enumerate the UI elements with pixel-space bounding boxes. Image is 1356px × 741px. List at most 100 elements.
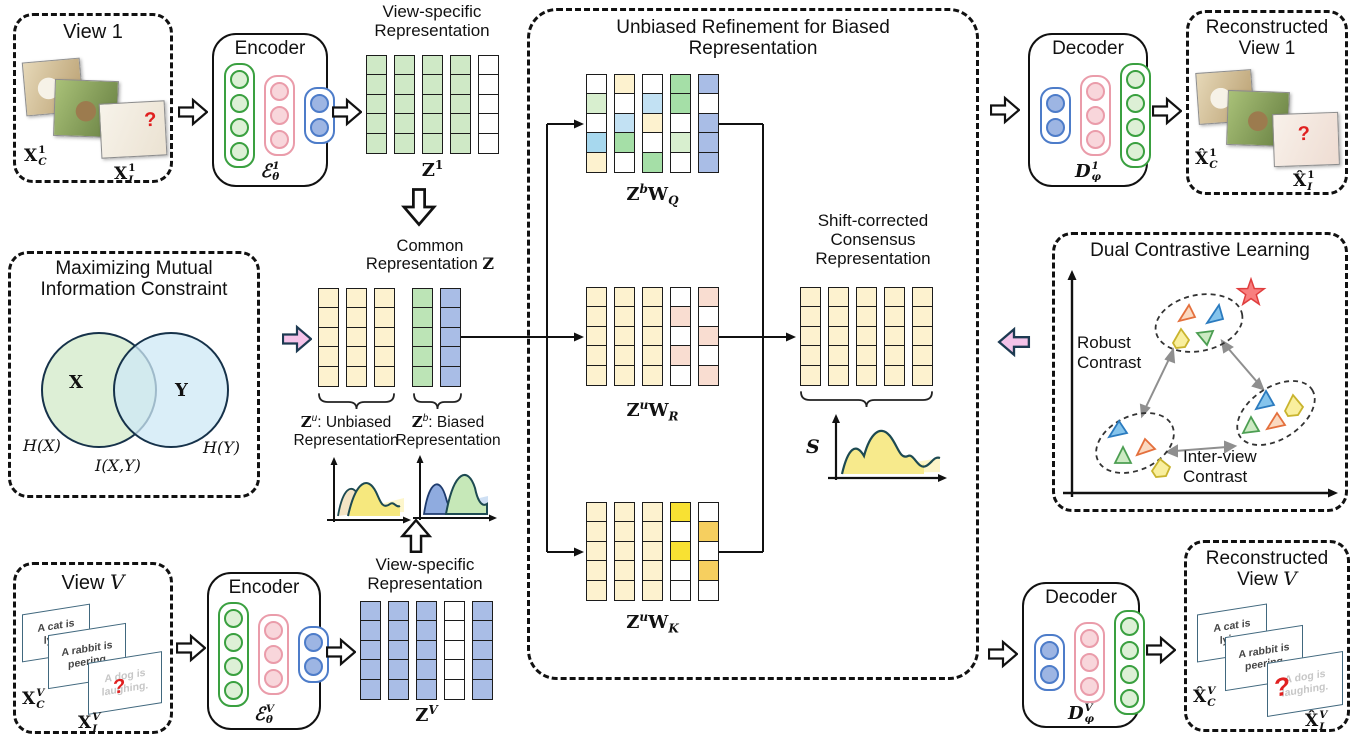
matrix-cell [318,307,339,329]
question-mark: ? [1297,122,1311,146]
zuwr-label: ZuWR [626,398,679,424]
z1-grid [366,55,499,154]
arrow-zv-distributions [398,518,439,554]
matrix-cell [394,74,415,96]
matrix-cell [366,113,387,135]
matrix-cell [856,325,877,347]
matrix-cell [366,55,387,76]
encoder-layer-green [224,63,255,168]
zb-biased-label: Zb: Biased Representation [395,413,501,449]
matrix-cell [884,287,905,308]
matrix-cell [360,659,381,681]
matrix-cell [614,325,635,347]
matrix-cell [698,345,719,367]
zbwq-label: ZbWQ [626,182,679,208]
distribution-plot-biased [327,457,411,524]
matrix-cell [444,678,465,700]
matrix-cell [642,325,663,347]
matrix-cell [450,74,471,96]
unknown-photo: ? [98,100,168,159]
arrow-refinement-decoderV [987,638,1019,675]
question-mark: ? [1274,670,1290,703]
matrix-cell [642,540,663,562]
matrix-cell [388,639,409,661]
matrix-cell [586,93,607,115]
arrow-z1-common [394,186,439,228]
question-mark: ? [143,108,158,132]
matrix-cell [472,639,493,661]
matrix-cell [670,502,691,523]
venn-hy-label: H(Y) [203,438,240,457]
matrix-cell [360,601,381,622]
matrix-cell [670,287,691,308]
matrix-cell [614,560,635,582]
encoder-layer-blue [298,626,329,683]
matrix-cell [586,502,607,523]
matrix-cell [450,113,471,135]
matrix-cell [416,659,437,681]
zuwk-grid [586,502,719,601]
matrix-cell [450,55,471,76]
venn-diagram [41,332,229,448]
zuwr-grid [586,287,719,386]
matrix-cell [412,288,433,309]
encoder1-layers [224,63,335,168]
decoderV-title: Decoder [1045,587,1117,608]
matrix-cell [318,365,339,387]
matrix-cell [586,151,607,173]
matrix-cell [444,659,465,681]
matrix-cell [366,74,387,96]
matrix-cell [670,112,691,134]
matrix-cell [800,345,821,367]
matrix-cell [614,132,635,154]
matrix-cell [800,306,821,328]
matrix-cell [366,93,387,115]
matrix-cell [394,55,415,76]
consensus-brace [800,391,933,408]
matrix-cell [856,345,877,367]
text-card-dog: A dog is laughing. ? [1267,650,1343,718]
distribution-plot-views [413,455,497,522]
matrix-cell [450,132,471,154]
decoder-layer-blue [1040,87,1071,144]
common-grid [318,288,461,387]
zuwk-label: ZuWK [626,610,679,636]
matrix-cell [912,364,933,386]
matrix-cell [440,346,461,368]
matrix-cell [478,74,499,96]
matrix-cell [444,601,465,622]
matrix-cell [412,346,433,368]
matrix-cell [800,287,821,308]
matrix-cell [586,74,607,95]
matrix-cell [670,521,691,543]
matrix-cell [698,521,719,543]
matrix-cell [318,326,339,348]
decoder1-title: Decoder [1052,38,1124,59]
matrix-cell [412,365,433,387]
matrix-cell [450,93,471,115]
matrix-cell [412,326,433,348]
matrix-cell [586,560,607,582]
matrix-cell [670,93,691,115]
matrix-cell [614,306,635,328]
matrix-cell [614,93,635,115]
cat-photo: ? [1272,111,1340,168]
matrix-cell [670,364,691,386]
dcl-title: Dual Contrastive Learning [1090,240,1310,261]
matrix-cell [698,74,719,95]
matrix-cell [698,132,719,154]
matrix-cell [388,678,409,700]
decoder-layer-blue [1034,634,1065,691]
matrix-cell [642,74,663,95]
common-rep-title: Common Representation Z [365,237,495,274]
matrix-cell [828,287,849,308]
